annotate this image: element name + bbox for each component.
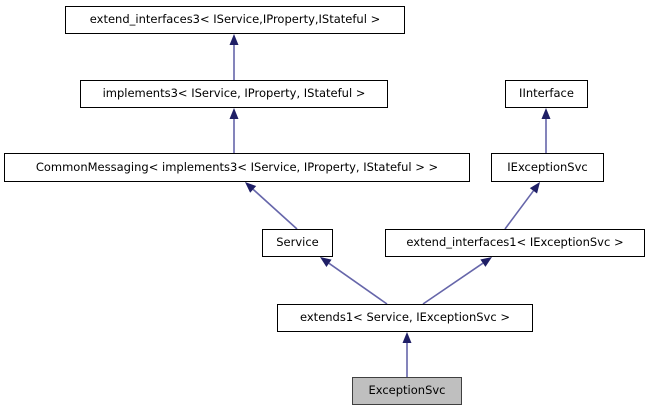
class-node-label: extend_interfaces1< IExceptionSvc >	[406, 235, 624, 250]
inheritance-arrowhead-icon	[229, 34, 239, 45]
class-node-extend_interfaces3[interactable]: extend_interfaces3< IService,IProperty,I…	[65, 6, 405, 34]
class-node-label: extends1< Service, IExceptionSvc >	[300, 310, 510, 325]
class-node-label: IExceptionSvc	[507, 159, 588, 174]
class-node-implements3[interactable]: implements3< IService, IProperty, IState…	[80, 80, 388, 108]
class-node-label: CommonMessaging< implements3< IService, …	[35, 159, 439, 174]
inheritance-arrowhead-icon	[541, 108, 551, 119]
class-node-label: ExceptionSvc	[368, 383, 446, 398]
class-node-CommonMessaging[interactable]: CommonMessaging< implements3< IService, …	[4, 153, 470, 182]
class-node-label: Service	[276, 235, 319, 250]
class-node-label: extend_interfaces3< IService,IProperty,I…	[89, 12, 381, 27]
inheritance-edge-line	[422, 262, 484, 305]
inheritance-arrowhead-icon	[320, 257, 332, 268]
inheritance-arrowhead-icon	[245, 182, 257, 193]
class-node-extends1[interactable]: extends1< Service, IExceptionSvc >	[277, 304, 533, 332]
inheritance-arrowhead-icon	[402, 332, 412, 343]
class-node-label: IInterface	[519, 86, 574, 101]
inheritance-arrowhead-icon	[229, 108, 239, 119]
inheritance-edge-line	[328, 262, 388, 305]
inheritance-arrowhead-icon	[529, 182, 540, 194]
inheritance-edge-line	[252, 188, 298, 230]
class-node-ExceptionSvc[interactable]: ExceptionSvc	[352, 377, 462, 405]
inheritance-arrowhead-icon	[480, 257, 492, 267]
class-node-extend_interfaces1[interactable]: extend_interfaces1< IExceptionSvc >	[385, 229, 645, 257]
inheritance-edge-line	[504, 190, 535, 230]
class-node-label: implements3< IService, IProperty, IState…	[102, 86, 366, 101]
class-node-IInterface[interactable]: IInterface	[505, 80, 588, 108]
class-node-Service[interactable]: Service	[262, 229, 333, 257]
class-node-IExceptionSvc[interactable]: IExceptionSvc	[491, 153, 604, 182]
